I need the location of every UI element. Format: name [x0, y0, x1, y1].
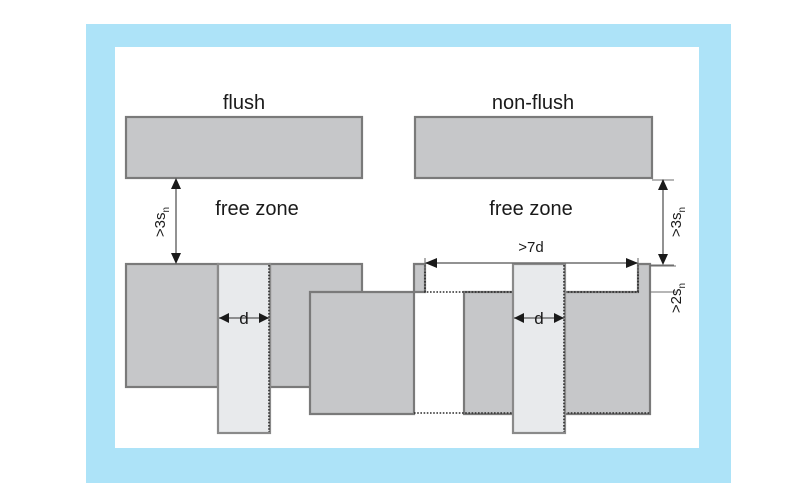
nonflush-clearance-arrow-up — [658, 179, 668, 190]
flush-sensor — [216, 262, 272, 435]
flush-diameter-arrow-left — [219, 313, 229, 323]
nonflush-depth-label: >2sn — [668, 283, 688, 313]
free-zone-label-flush: free zone — [215, 198, 298, 220]
free-zone-label-non-flush: free zone — [489, 198, 572, 220]
nonflush-diameter-arrow-right — [554, 313, 564, 323]
flush-clearance-arrow-up — [171, 178, 181, 189]
nonflush-width-arrow-right — [626, 258, 638, 268]
nonflush-width-label: >7d — [518, 239, 543, 256]
flush-clearance-label: >3sn — [152, 207, 172, 237]
nonflush-depth-label-group: >2sn — [668, 283, 688, 313]
panel-title-flush: flush — [223, 92, 265, 114]
nonflush-recess-dotted-outline — [424, 265, 639, 293]
panel-title-non-flush: non-flush — [492, 92, 574, 114]
flush-lower-block-left — [124, 262, 220, 389]
nonflush-upper-block — [413, 115, 654, 180]
nonflush-clearance-label-group: >3sn — [668, 207, 688, 237]
panel-flush: flush free zone >3sn d — [124, 92, 364, 435]
nonflush-diameter-arrow-left — [514, 313, 524, 323]
flush-diameter-label: d — [239, 309, 248, 328]
nonflush-sensor — [511, 262, 567, 435]
nonflush-width-arrow-left — [425, 258, 437, 268]
nonflush-clearance-arrow-down — [658, 254, 668, 265]
panel-non-flush: non-flush free zone >7d — [308, 92, 688, 435]
flush-clearance-arrow-down — [171, 253, 181, 264]
nonflush-clearance-label: >3sn — [668, 207, 688, 237]
nonflush-diameter-label: d — [534, 309, 543, 328]
flush-diameter-arrow-right — [259, 313, 269, 323]
flush-clearance-label-group: >3sn — [152, 207, 172, 237]
flush-upper-block — [124, 115, 364, 180]
